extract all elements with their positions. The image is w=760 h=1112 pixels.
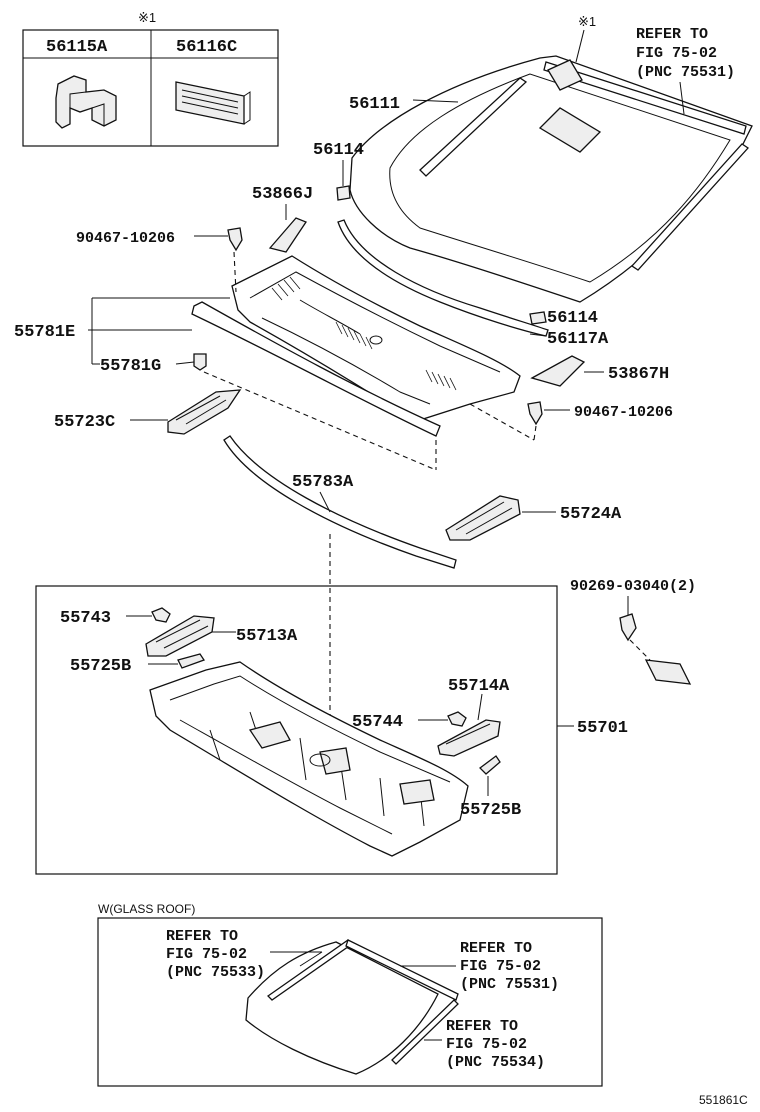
glass-roof-ref1-line1: REFER TO [166,928,238,945]
part-label-55781e[interactable]: 55781E [14,323,75,342]
glass-roof-ref1-line3[interactable]: (PNC 75533) [166,964,265,981]
clip-90467-right[interactable] [527,401,543,426]
part-label-53866j[interactable]: 53866J [252,185,313,204]
part-label-90467-right[interactable]: 90467-10206 [574,404,673,421]
windshield-glass[interactable] [349,55,753,303]
retainer-55725b-left[interactable] [177,653,205,669]
glass-roof-ref1-line2: FIG 75-02 [166,946,247,963]
part-label-56114-top[interactable]: 56114 [313,141,364,160]
part-label-56117a[interactable]: 56117A [547,330,609,349]
inset-col2-part[interactable]: 56116C [176,38,237,57]
support-55724a[interactable] [445,495,521,541]
diagram-code: 551861C [699,1093,748,1107]
glass-roof-ref2-line1: REFER TO [460,940,532,957]
seal-55783a[interactable] [223,435,457,569]
part-label-56114-bottom[interactable]: 56114 [547,309,598,328]
glass-roof-ref3-line2: FIG 75-02 [446,1036,527,1053]
cowl-panel-55701[interactable] [149,661,469,857]
part-label-90467-left[interactable]: 90467-10206 [76,230,175,247]
retainer-55725b-right[interactable] [479,755,501,775]
part-label-55724a[interactable]: 55724A [560,505,622,524]
panel-assembly-frame [35,585,558,875]
part-label-53867h[interactable]: 53867H [608,365,669,384]
glass-roof-ref2-line2: FIG 75-02 [460,958,541,975]
glass-roof-ref3-line3[interactable]: (PNC 75534) [446,1054,545,1071]
bolt-90269[interactable] [619,613,637,642]
windshield-refer-line2: FIG 75-02 [636,45,717,62]
bolt-mount-90269 [644,659,692,685]
grommet-55781g[interactable] [193,353,207,371]
part-label-55783a[interactable]: 55783A [292,473,354,492]
part-label-56111[interactable]: 56111 [349,95,400,114]
part-label-55725b-left[interactable]: 55725B [70,657,131,676]
part-label-55714a[interactable]: 55714A [448,677,510,696]
bracket-55743[interactable] [151,607,171,623]
part-label-55743[interactable]: 55743 [60,609,111,628]
windshield-mark: ※1 [578,14,596,29]
bracket-53866j[interactable] [268,217,307,253]
brace-55714a[interactable] [437,719,501,757]
part-label-55725b-right[interactable]: 55725B [460,801,521,820]
glass-roof-frame [97,917,603,1087]
support-55723c[interactable] [167,389,242,435]
glass-roof-windshield[interactable] [245,939,459,1075]
windshield-refer-line3[interactable]: (PNC 75531) [636,64,735,81]
clip-90467-left[interactable] [227,227,243,252]
part-label-55723c[interactable]: 55723C [54,413,115,432]
clip-56115a-drawing [55,75,117,129]
cowl-louver-55781e[interactable] [231,255,521,421]
clip-56114-bottom[interactable] [529,311,547,325]
seal-strip-55781[interactable] [191,301,441,437]
inset-mark: ※1 [138,10,156,25]
inset-table: ※1 56115A 56116C [22,10,279,147]
inset-col1-part[interactable]: 56115A [46,38,108,57]
glass-roof-ref3-line1: REFER TO [446,1018,518,1035]
part-label-90269[interactable]: 90269-03040(2) [570,578,696,595]
glass-roof-caption: W(GLASS ROOF) [98,902,195,916]
glass-roof-ref2-line3[interactable]: (PNC 75531) [460,976,559,993]
part-label-55701[interactable]: 55701 [577,719,628,738]
part-label-55713a[interactable]: 55713A [236,627,298,646]
brace-55713a[interactable] [145,615,215,657]
part-label-55744[interactable]: 55744 [352,713,403,732]
bracket-53867h[interactable] [530,355,586,387]
part-label-55781g[interactable]: 55781G [100,357,161,376]
bracket-55744[interactable] [447,711,467,727]
windshield-refer-line1: REFER TO [636,26,708,43]
clip-56114-top[interactable] [336,185,351,201]
seal-56116c-drawing [175,81,251,125]
